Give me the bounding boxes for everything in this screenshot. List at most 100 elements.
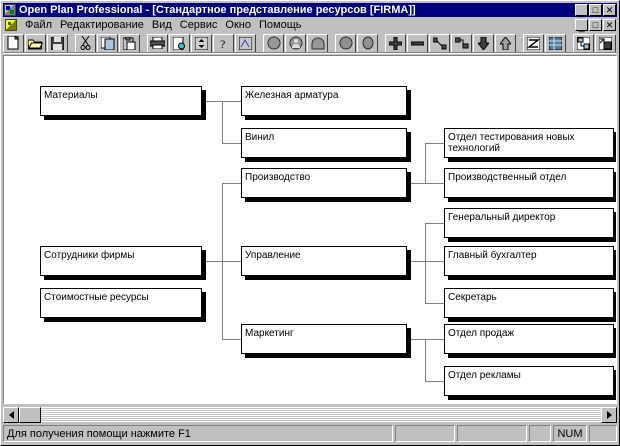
menu-tools[interactable]: Сервис (179, 18, 218, 31)
horizontal-scrollbar[interactable] (3, 407, 617, 423)
close-button[interactable]: ✕ (603, 4, 616, 16)
connector-line (407, 339, 425, 340)
node-stoimostnye-resursy[interactable]: Стоимостные ресурсы (40, 288, 202, 318)
connector-line (407, 261, 425, 262)
scrollbar-track[interactable] (19, 407, 601, 423)
mdi-restore-button[interactable]: □ (589, 19, 602, 31)
mdi-minimize-button[interactable]: _ (575, 19, 588, 33)
unlink-icon[interactable] (451, 33, 472, 53)
layout-icon[interactable] (573, 33, 594, 53)
node-otdel-testirovaniya[interactable]: Отдел тестирования новых технологий (444, 128, 614, 158)
save-icon[interactable] (47, 33, 68, 53)
fullscreen-icon[interactable] (595, 33, 616, 53)
node-generalny-direktor[interactable]: Генеральный директор (444, 208, 614, 238)
status-pane-2 (395, 425, 455, 442)
window-title: Open Plan Professional - [Стандартное пр… (19, 4, 416, 16)
spell-check-icon[interactable] (235, 33, 256, 53)
connector-line (425, 339, 426, 381)
properties-icon[interactable]: ? (213, 33, 234, 53)
scroll-thumb[interactable] (19, 407, 41, 423)
print-preview-icon[interactable] (169, 33, 190, 53)
grid-icon[interactable] (545, 33, 566, 53)
restore-button[interactable]: □ (589, 4, 602, 16)
filled-circle-icon[interactable] (335, 33, 356, 53)
link-icon[interactable] (429, 33, 450, 53)
node-marketing[interactable]: Маркетинг (241, 324, 407, 354)
paste-icon[interactable] (119, 33, 140, 53)
connector-line (425, 223, 426, 303)
connector-line (222, 261, 241, 262)
close-icon: ✕ (605, 20, 614, 30)
status-pane-4 (529, 425, 551, 442)
connector-line (425, 143, 444, 144)
minimize-button[interactable]: _ (575, 4, 588, 18)
open-icon[interactable] (25, 33, 46, 53)
filled-ellipse-icon[interactable] (357, 33, 378, 53)
copy-icon[interactable] (97, 33, 118, 53)
menu-window[interactable]: Окно (225, 18, 251, 31)
connector-line (425, 143, 426, 183)
status-num-indicator: NUM (553, 425, 587, 442)
node-glavny-buhgalter[interactable]: Главный бухгалтер (444, 246, 614, 276)
menu-file[interactable]: Файл (25, 18, 53, 31)
menu-view[interactable]: Вид (151, 18, 172, 31)
connector-line (202, 261, 222, 262)
remove-icon[interactable] (407, 33, 428, 53)
title-bar: Open Plan Professional - [Стандартное пр… (3, 3, 617, 18)
new-icon[interactable] (3, 33, 24, 53)
connector-line (222, 183, 241, 184)
add-icon[interactable] (385, 33, 406, 53)
connector-line (222, 339, 241, 340)
resource-pool-icon[interactable] (307, 33, 328, 53)
node-sotrudniki-firmy[interactable]: Сотрудники фирмы (40, 246, 202, 276)
connector-line (407, 183, 425, 184)
scroll-left-icon[interactable] (3, 407, 19, 423)
connector-line (425, 223, 444, 224)
minimize-icon: _ (578, 6, 585, 18)
zigzag-icon[interactable] (523, 33, 544, 53)
toolbar-divider (3, 52, 617, 54)
resource-circle-icon[interactable] (263, 33, 284, 53)
close-icon: ✕ (605, 5, 614, 15)
connector-line (425, 339, 444, 340)
window-controls: _ □ ✕ (574, 4, 617, 18)
node-sekretar[interactable]: Секретарь (444, 288, 614, 318)
minimize-icon: _ (578, 21, 585, 33)
menu-help[interactable]: Помощь (258, 18, 302, 31)
status-pane-3 (457, 425, 527, 442)
node-otdel-reklamy[interactable]: Отдел рекламы (444, 366, 614, 396)
status-message: Для получения помощи нажмите F1 (3, 425, 393, 442)
node-proizvodstvo[interactable]: Производство (241, 168, 407, 198)
node-vinil[interactable]: Винил (241, 128, 407, 158)
restore-icon: □ (592, 20, 599, 30)
scroll-right-icon[interactable] (601, 407, 617, 423)
status-pane-6 (589, 425, 617, 442)
promote-icon[interactable] (495, 33, 516, 53)
toolbar: ? (3, 33, 617, 53)
connector-line (222, 101, 241, 102)
connector-line (425, 303, 444, 304)
connector-line (425, 183, 444, 184)
document-icon[interactable] (5, 19, 17, 31)
connector-line (202, 101, 222, 102)
resource-person-icon[interactable] (285, 33, 306, 53)
restore-icon: □ (592, 5, 599, 15)
node-proizvodstvenny-otdel[interactable]: Производственный отдел (444, 168, 614, 198)
node-zheleznaya-armatura[interactable]: Железная арматура (241, 86, 407, 116)
connector-line (222, 143, 241, 144)
node-materialy[interactable]: Материалы (40, 86, 202, 116)
print-icon[interactable] (147, 33, 168, 53)
cut-icon[interactable] (75, 33, 96, 53)
mdi-close-button[interactable]: ✕ (603, 19, 616, 31)
sort-icon[interactable] (191, 33, 212, 53)
mdi-child-controls: _ □ ✕ (574, 19, 617, 33)
open-plan-icon (4, 4, 16, 16)
menu-edit[interactable]: Редактирование (60, 18, 144, 31)
node-upravlenie[interactable]: Управление (241, 246, 407, 276)
demote-icon[interactable] (473, 33, 494, 53)
menu-bar: Файл Редактирование Вид Сервис Окно Помо… (3, 18, 617, 33)
node-otdel-prodazh[interactable]: Отдел продаж (444, 324, 614, 354)
